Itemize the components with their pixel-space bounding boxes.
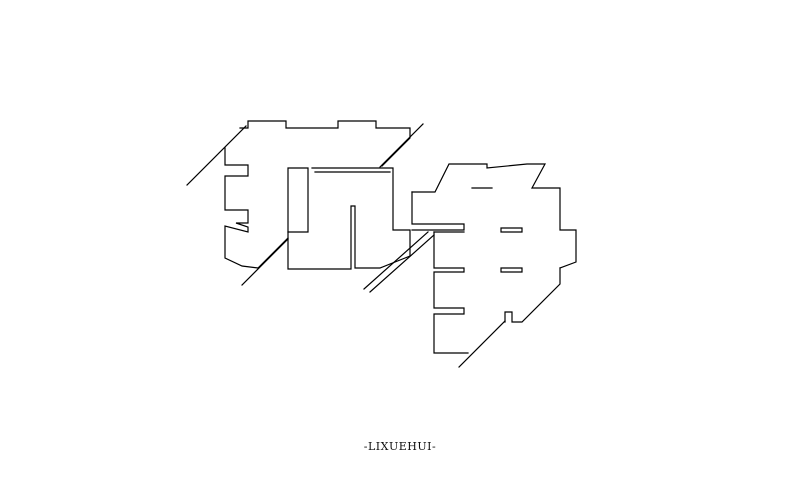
glyph-kang-top-bar	[239, 120, 411, 167]
glyph-kang-hand-sweep	[186, 125, 247, 186]
glyph-zheng-hook	[504, 267, 561, 323]
glyph-zheng-head	[411, 163, 577, 269]
glyph-kang-ji-frame	[287, 167, 309, 233]
glyph-zheng-bottom-slash	[458, 320, 506, 368]
glyph-kang-hand-radical	[224, 147, 289, 269]
glyph-zheng-top	[411, 191, 465, 231]
glyph-zheng-mid-right	[500, 227, 523, 233]
glyph-kang-ji-body	[287, 167, 411, 270]
glyph-kang-right-sweep	[379, 123, 424, 168]
artist-credit: -LIXUEHUI-	[363, 440, 437, 453]
glyph-zheng-lower-left	[433, 231, 469, 354]
glyph-zheng-left-slash-2	[369, 234, 435, 293]
glyph-kang-hand-hook	[241, 238, 289, 286]
glyph-zheng-left-slash-1	[363, 231, 429, 290]
glyph-zheng-lower-right	[500, 267, 523, 273]
